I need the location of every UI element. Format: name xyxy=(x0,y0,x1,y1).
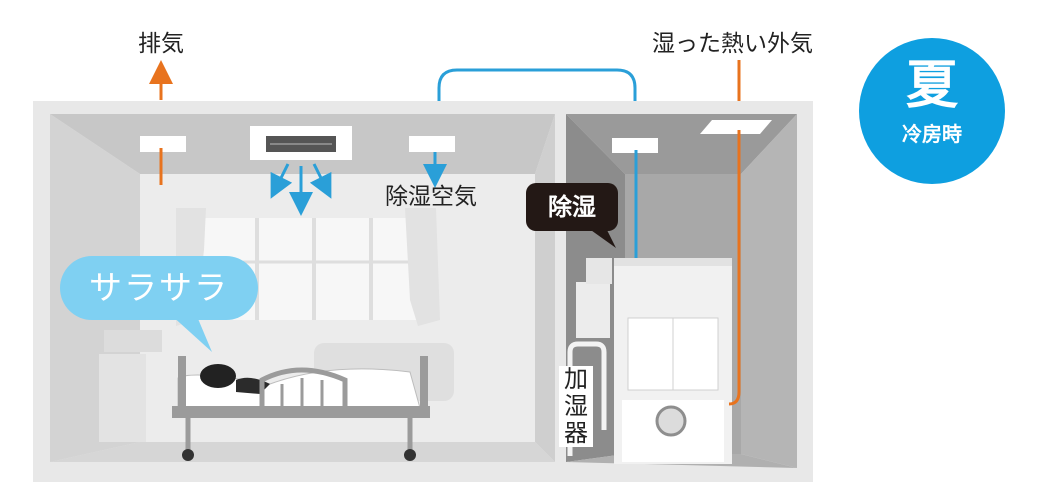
bedroom-right-wall xyxy=(535,114,555,462)
monitor xyxy=(104,330,162,352)
humidifier-pipe xyxy=(567,341,607,456)
machine-room xyxy=(566,114,797,468)
humidifier-label: 加 湿 器 xyxy=(559,366,593,447)
machine-room-right-wall xyxy=(741,114,797,468)
summer-badge: 夏 冷房時 xyxy=(859,38,1005,184)
bedroom-floor xyxy=(50,442,555,462)
connecting-duct xyxy=(437,68,637,101)
ceiling-vent-machine-left xyxy=(612,138,658,153)
humidifier-char: 加 xyxy=(564,365,588,393)
bed xyxy=(172,356,430,461)
humidifier-box xyxy=(576,282,610,338)
dehumidified-air-label: 除湿空気 xyxy=(385,184,477,210)
ceiling-vent-left xyxy=(140,136,186,152)
ac-airflow-arrows xyxy=(270,163,332,216)
humidifier-char: 器 xyxy=(564,419,588,447)
cassette-ac xyxy=(250,126,352,160)
outside-air-pipe xyxy=(728,60,741,406)
dry-bubble-tail xyxy=(588,228,616,248)
dehumidify-bubble: 除湿 xyxy=(526,183,618,231)
humid-outside-air-label: 湿った熱い外気 xyxy=(652,31,813,57)
mode-text: 冷房時 xyxy=(902,122,962,146)
exhaust-label: 排気 xyxy=(138,31,184,57)
dehumidifier-unit xyxy=(614,258,732,464)
curtain-right xyxy=(405,208,440,326)
humidifier-char: 湿 xyxy=(564,392,588,420)
season-text: 夏 xyxy=(905,56,958,116)
ceiling-vent-machine-right xyxy=(700,120,772,134)
sara-bubble-tail xyxy=(170,314,212,352)
ceiling-vent-right xyxy=(409,136,455,152)
sarasara-bubble: サラサラ xyxy=(60,256,258,320)
side-table xyxy=(99,354,146,442)
